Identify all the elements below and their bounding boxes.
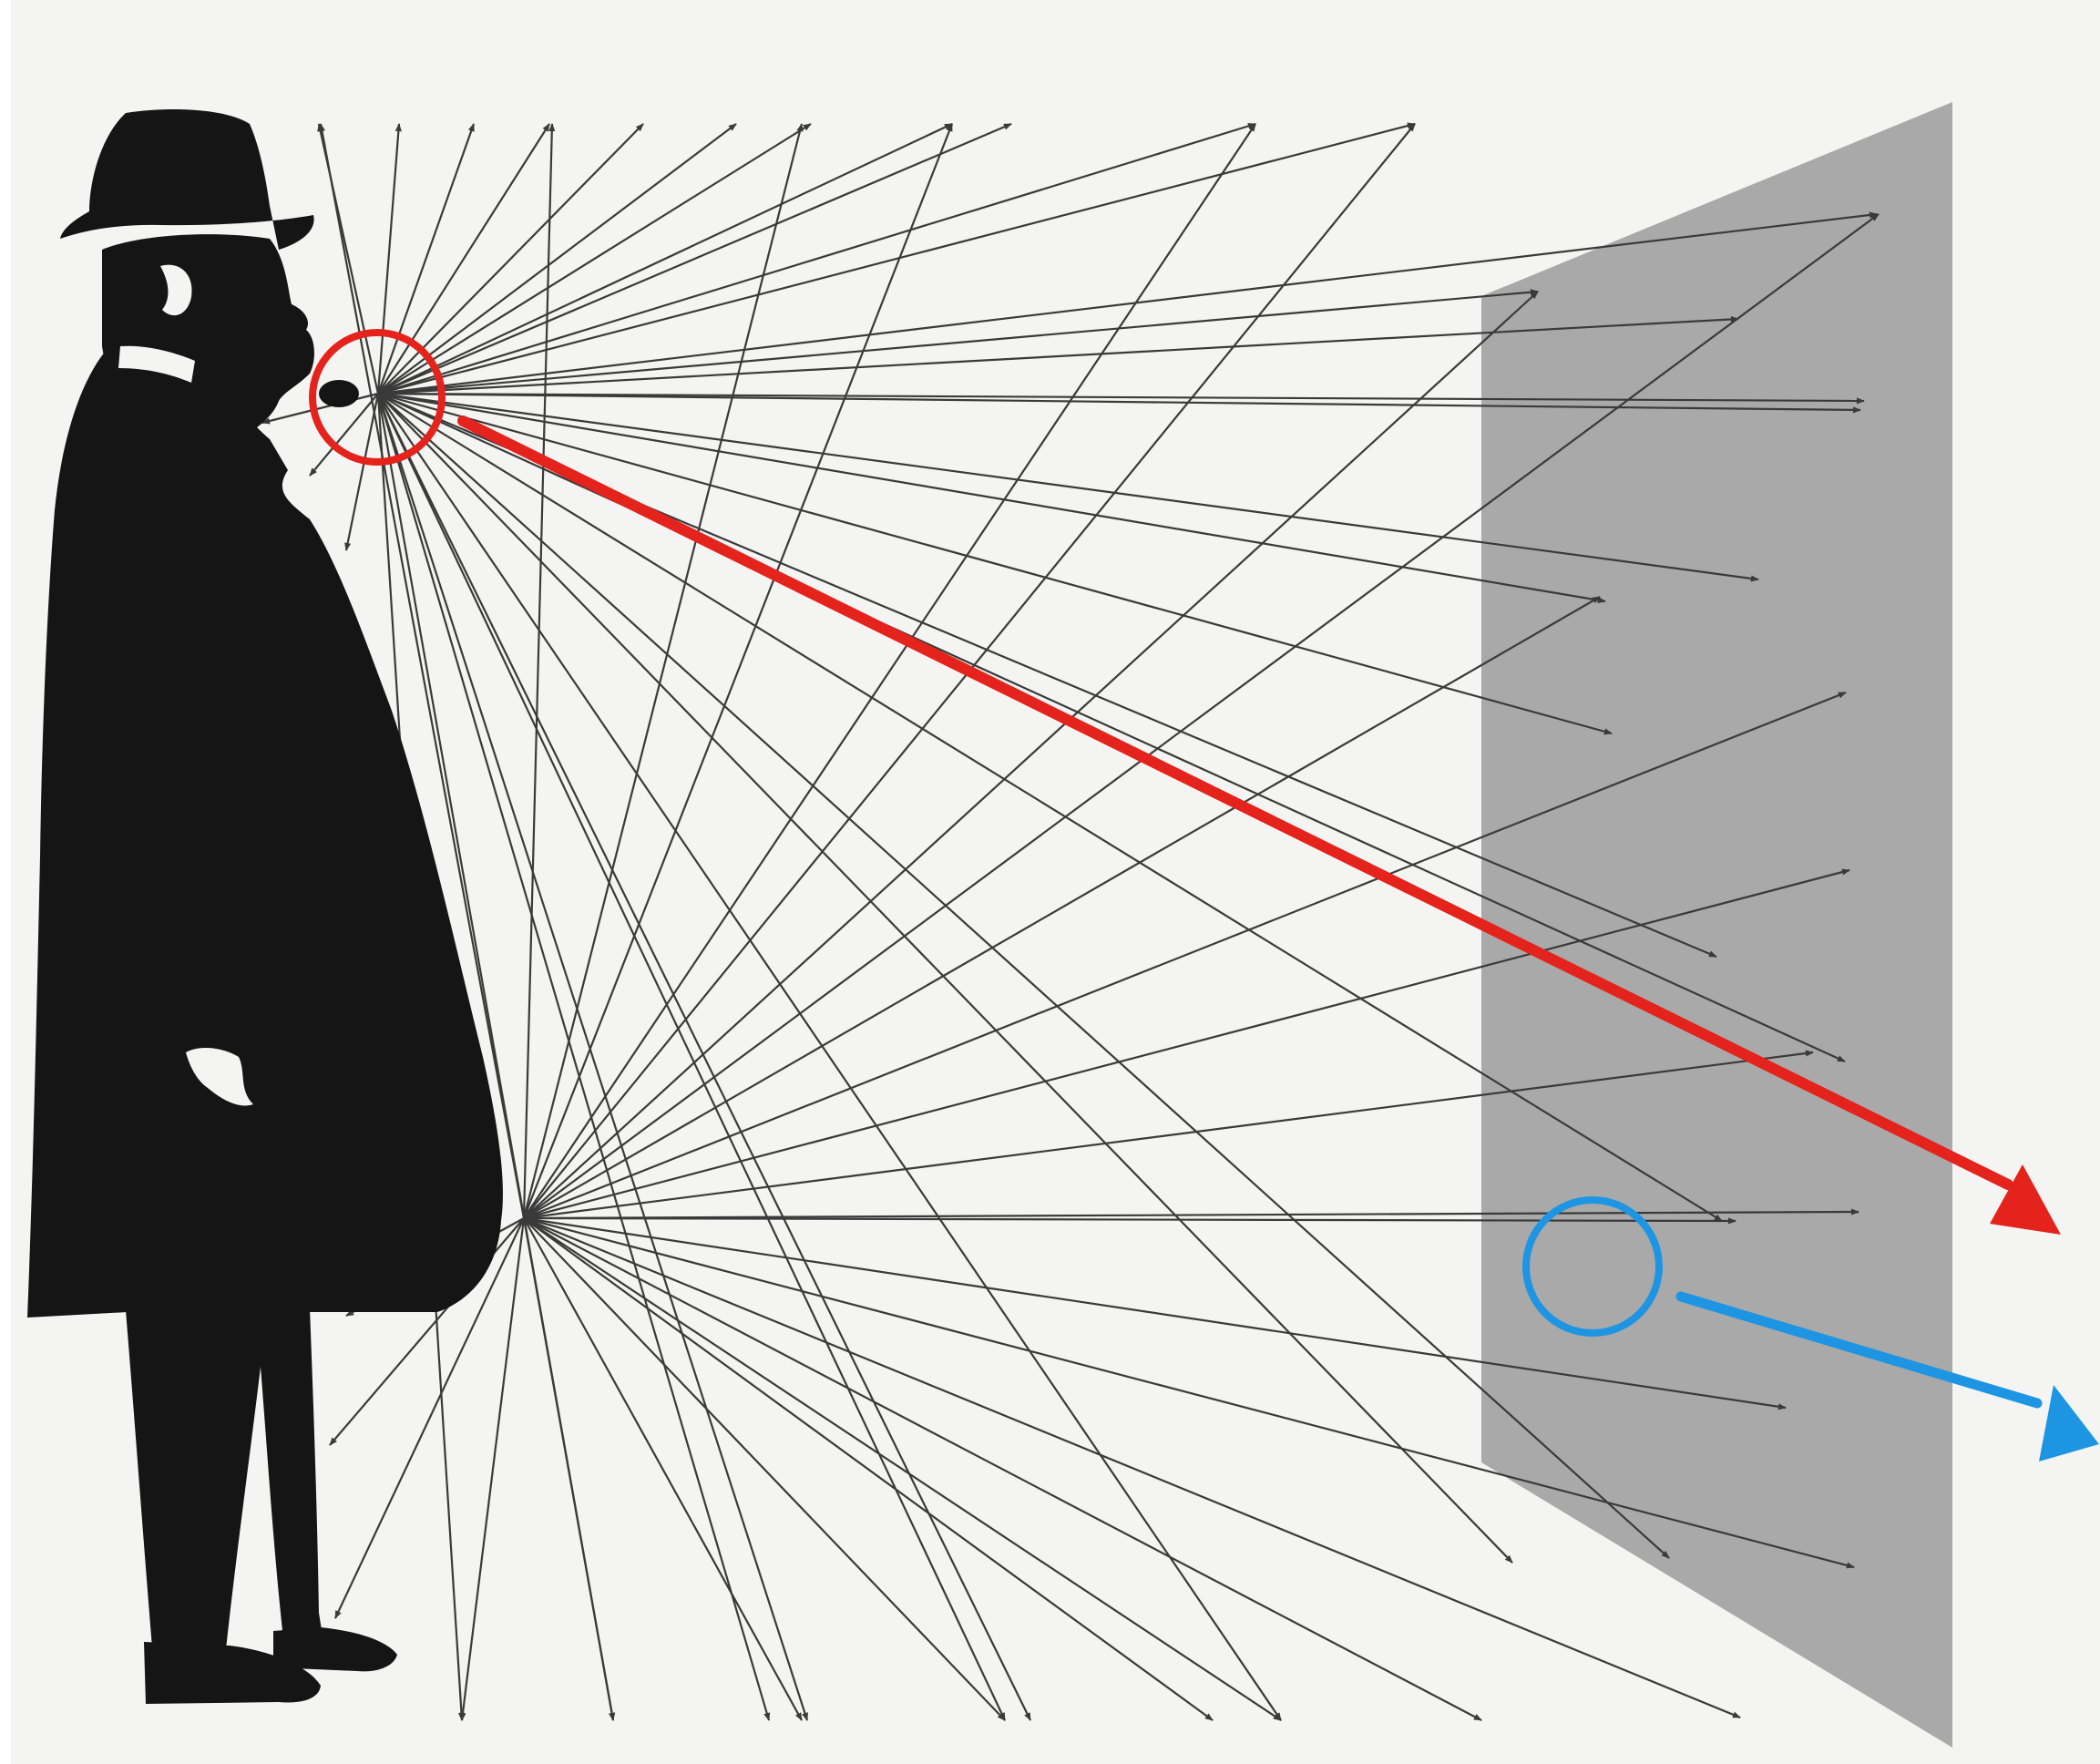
- reflecting-wall: [1481, 102, 1952, 1748]
- trousers-silhouette: [126, 1308, 324, 1658]
- mouth-sound-source: [319, 380, 359, 407]
